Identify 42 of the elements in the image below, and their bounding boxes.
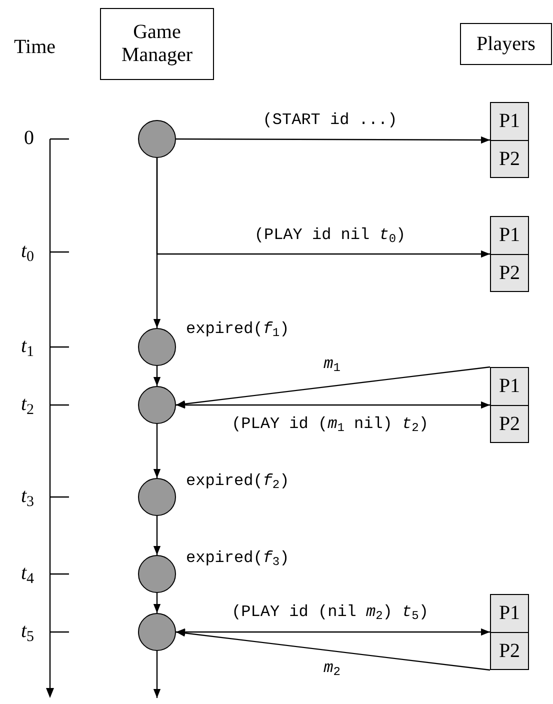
tick-label: t$_{4}$	[20, 563, 34, 583]
event-label: expired(f$_{2}$)	[186, 471, 290, 493]
event-label: expired(f$_{1}$)	[186, 319, 290, 341]
arrow	[176, 401, 490, 409]
player-label: P2	[491, 254, 528, 291]
edge-label: (START id ...)	[262, 112, 398, 128]
tick-label: t$_{2}$	[20, 394, 34, 414]
edge-label: (PLAY id (nil m$_{2}$) t$_{5}$)	[232, 604, 428, 620]
edge-label: m$_{2}$	[324, 660, 340, 676]
axis-title: Time	[14, 35, 56, 60]
arrow	[153, 593, 161, 613]
tick-label: t$_{1}$	[20, 336, 34, 356]
edge-label: m$_{1}$	[324, 356, 340, 372]
tick-label: t$_{0}$	[20, 241, 34, 261]
player-label: P2	[491, 632, 528, 669]
player-label: P1	[498, 601, 522, 626]
player-stack	[490, 367, 529, 443]
edge-label: (PLAY id nil t$_{0}$)	[254, 227, 406, 243]
player-stack	[490, 102, 529, 178]
arrow	[153, 651, 161, 698]
header-box: Game Manager	[100, 8, 214, 80]
player-label: P2	[491, 404, 528, 442]
arrow	[153, 516, 161, 555]
player-label: P2	[491, 140, 528, 177]
arrow	[156, 158, 490, 258]
edge-label: (PLAY id (m$_{1}$ nil) t$_{2}$)	[232, 416, 428, 432]
arrow	[176, 630, 490, 671]
arrow	[153, 366, 161, 386]
arrow	[153, 424, 161, 478]
event-label: expired(f$_{3}$)	[186, 548, 290, 570]
arrow	[176, 366, 490, 408]
player-label: P1	[498, 109, 522, 134]
tick-label: t$_{3}$	[20, 486, 34, 506]
arrow	[176, 136, 490, 144]
tick-label: t$_{5}$	[20, 621, 34, 641]
player-label: P1	[498, 223, 522, 248]
player-label: P1	[498, 374, 522, 400]
arrow	[176, 628, 490, 636]
player-stack	[490, 216, 529, 292]
tick-label: 0	[23, 128, 34, 148]
player-stack	[490, 594, 529, 670]
header-box: Players	[460, 23, 552, 65]
